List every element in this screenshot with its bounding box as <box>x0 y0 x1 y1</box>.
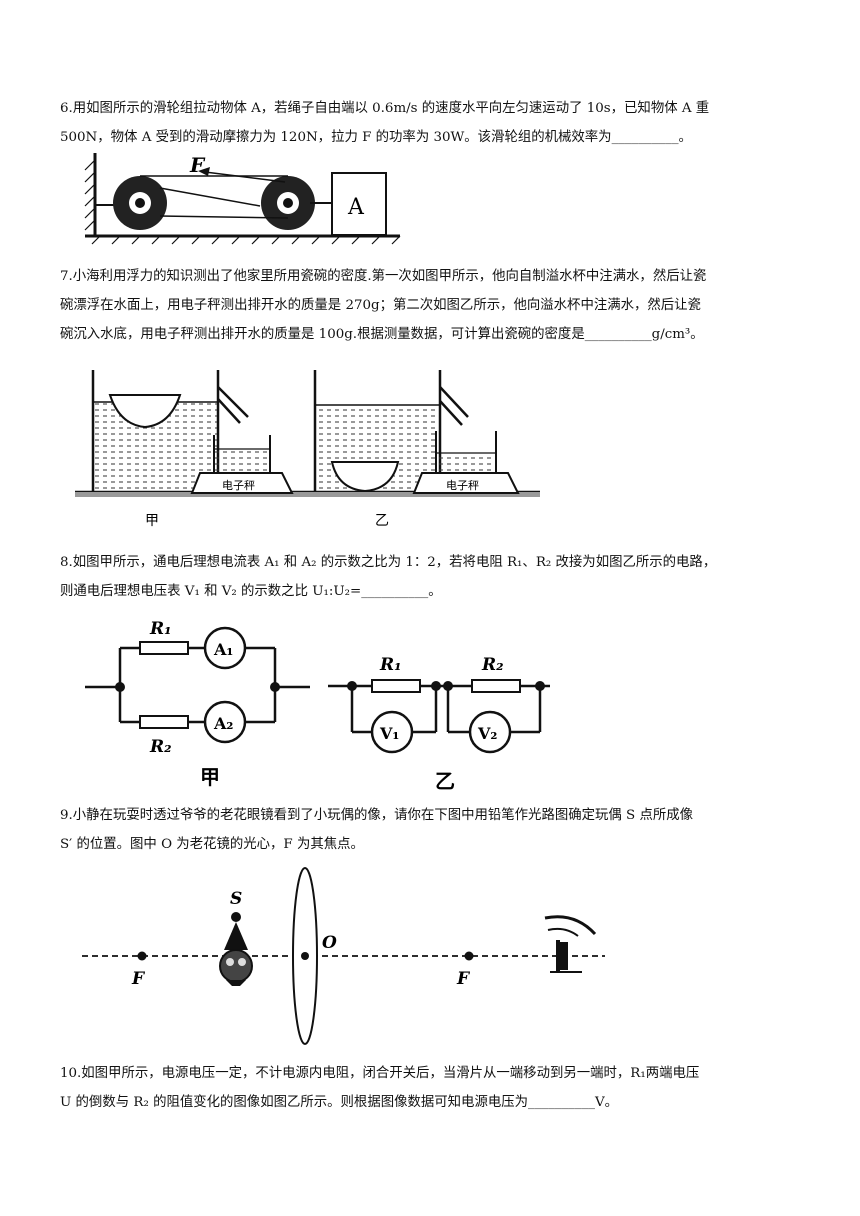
ammeter-a2-label: A₂ <box>213 714 233 733</box>
question-7-line-2: 碗漂浮在水面上，用电子秤测出排开水的质量是 270g；第二次如图乙所示，他向溢水… <box>60 298 701 313</box>
question-7-line-3: 碗沉入水底，用电子秤测出排开水的质量是 100g.根据测量数据，可计算出瓷碗的密… <box>60 327 704 342</box>
lens-figure: F S O F <box>80 862 620 1047</box>
optical-center-label: O <box>322 933 337 953</box>
question-6: 6.用如图所示的滑轮组拉动物体 A，若绳子自由端以 0.6m/s 的速度水平向左… <box>60 94 800 152</box>
voltmeter-v1-label: V₁ <box>379 724 399 743</box>
pulley-figure: F A <box>80 148 410 248</box>
question-8-line-1: 8.如图甲所示，通电后理想电流表 A₁ 和 A₂ 的示数之比为 1：2，若将电阻… <box>60 555 717 570</box>
question-10-line-2: U 的倒数与 R₂ 的阻值变化的图像如图乙所示。则根据图像数据可知电源电压为__… <box>60 1095 619 1110</box>
voltmeter-v2-label: V₂ <box>477 724 497 743</box>
label-r2-right: R₂ <box>481 655 504 675</box>
label-r2-left: R₂ <box>149 737 172 757</box>
question-9: 9.小静在玩耍时透过爷爷的老花眼镜看到了小玩偶的像，请你在下图中用铅笔作光路图确… <box>60 801 800 859</box>
focus-left-label: F <box>131 969 146 989</box>
focus-right-label: F <box>456 969 471 989</box>
question-10-line-1: 10.如图甲所示，电源电压一定，不计电源内电阻，闭合开关后，当滑片从一端移动到另… <box>60 1066 700 1081</box>
block-a <box>331 172 387 236</box>
question-6-line-1: 6.用如图所示的滑轮组拉动物体 A，若绳子自由端以 0.6m/s 的速度水平向左… <box>60 101 710 116</box>
label-r1-left: R₁ <box>149 619 172 639</box>
question-7-line-1: 7.小海利用浮力的知识测出了他家里所用瓷碗的密度.第一次如图甲所示，他向自制溢水… <box>60 269 707 284</box>
question-9-line-1: 9.小静在玩耍时透过爷爷的老花眼镜看到了小玩偶的像，请你在下图中用铅笔作光路图确… <box>60 808 694 823</box>
question-6-line-2: 500N，物体 A 受到的滑动摩擦力为 120N，拉力 F 的功率为 30W。该… <box>60 130 692 145</box>
ammeter-a1-label: A₁ <box>213 640 233 659</box>
force-label: F <box>189 153 206 177</box>
circuit-caption-left: 甲 <box>200 765 220 789</box>
question-8-line-2: 则通电后理想电压表 V₁ 和 V₂ 的示数之比 U₁:U₂=__________… <box>60 584 442 599</box>
question-8: 8.如图甲所示，通电后理想电流表 A₁ 和 A₂ 的示数之比为 1：2，若将电阻… <box>60 548 800 606</box>
question-7: 7.小海利用浮力的知识测出了他家里所用瓷碗的密度.第一次如图甲所示，他向自制溢水… <box>60 262 800 349</box>
cups-caption-left: 甲 <box>145 513 159 529</box>
question-9-line-2: S′ 的位置。图中 O 为老花镜的光心，F 为其焦点。 <box>60 837 364 852</box>
label-r1-right: R₁ <box>379 655 402 675</box>
overflow-cups-figure: 电子秤 甲 电子秤 乙 <box>70 365 550 535</box>
scale-left-label: 电子秤 <box>222 479 255 492</box>
eye-icon <box>544 915 597 936</box>
block-a-label: A <box>347 195 365 220</box>
scale-right-label: 电子秤 <box>446 479 479 492</box>
circuit-figure: R₁ R₂ A₁ A₂ 甲 R₁ R₂ V₁ V₂ 乙 <box>80 612 570 797</box>
point-s-label: S <box>230 889 242 909</box>
question-10: 10.如图甲所示，电源电压一定，不计电源内电阻，闭合开关后，当滑片从一端移动到另… <box>60 1059 800 1117</box>
cups-caption-right: 乙 <box>375 513 389 529</box>
circuit-caption-right: 乙 <box>435 769 455 793</box>
